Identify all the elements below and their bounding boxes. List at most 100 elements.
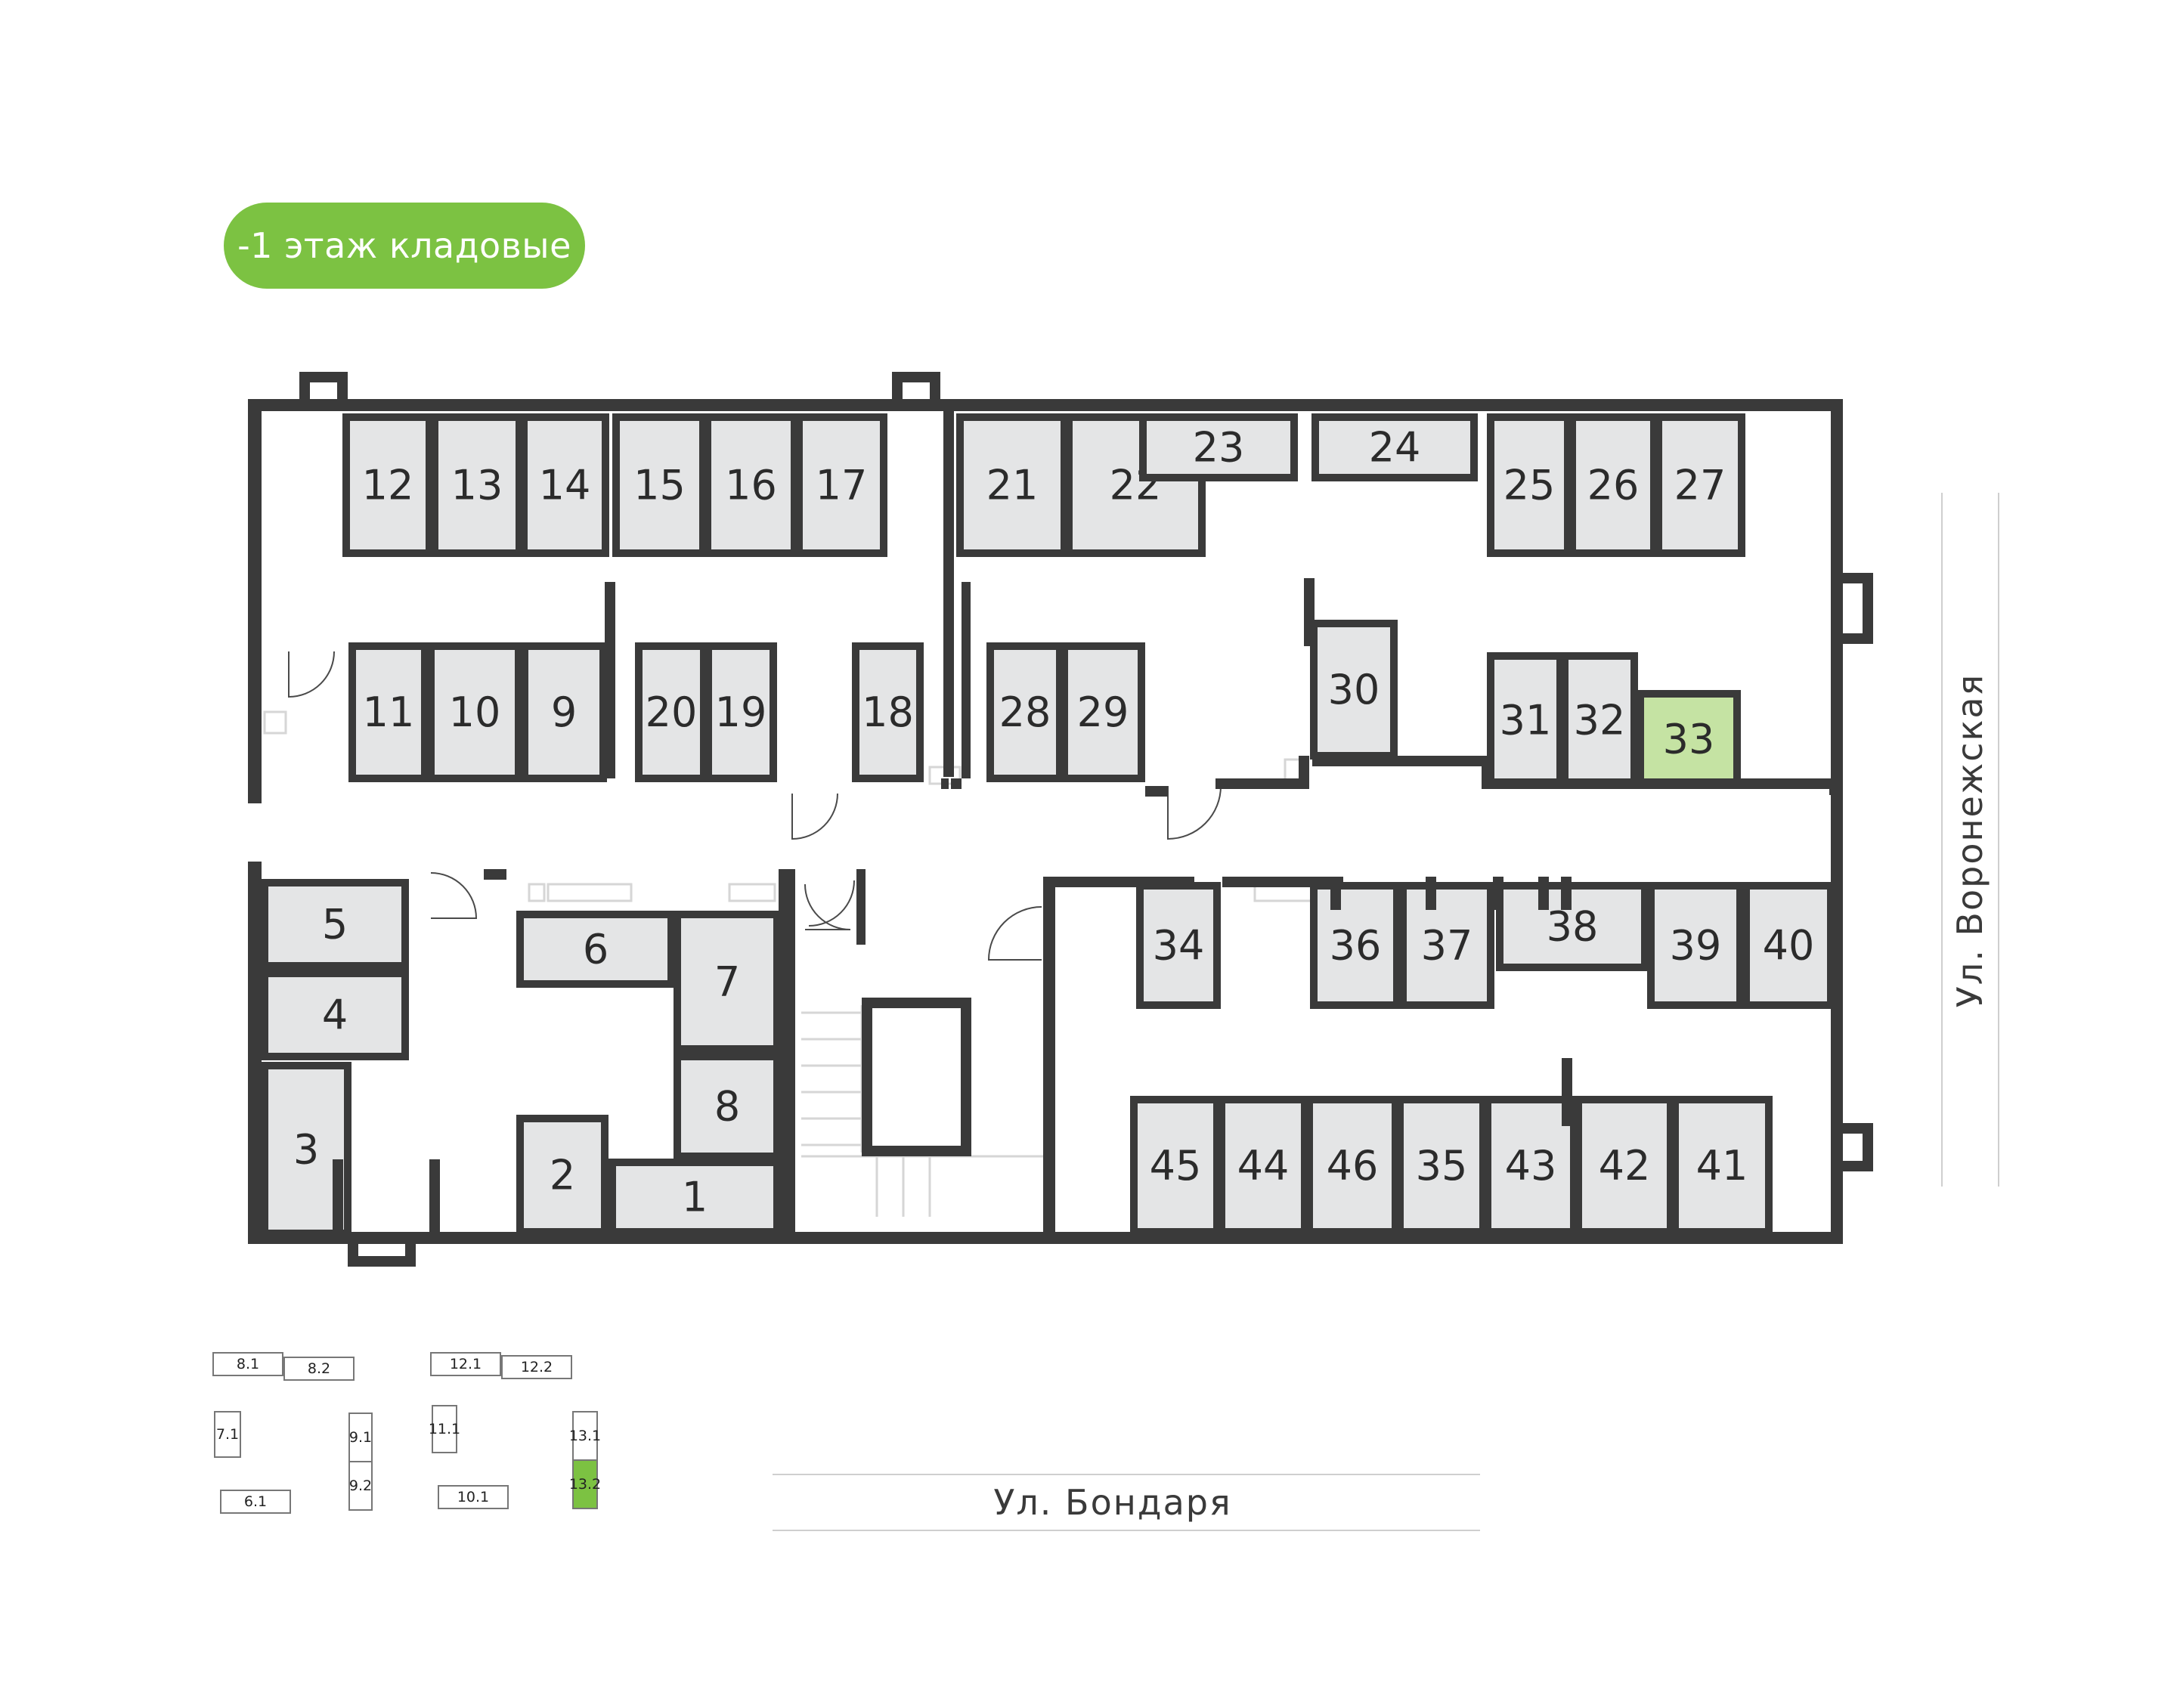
storage-unit-box bbox=[1568, 413, 1658, 557]
mini-section-label: 7.1 bbox=[216, 1426, 239, 1443]
storage-unit-21[interactable]: 21 bbox=[956, 413, 1068, 557]
storage-unit-17[interactable]: 17 bbox=[795, 413, 887, 557]
storage-unit-label: 24 bbox=[1369, 424, 1421, 472]
storage-unit-box bbox=[1310, 620, 1398, 760]
storage-unit-9[interactable]: 9 bbox=[521, 642, 607, 782]
storage-unit-4[interactable]: 4 bbox=[261, 970, 409, 1060]
storage-unit-box bbox=[1742, 882, 1835, 1009]
floor-badge: -1 этаж кладовые bbox=[224, 203, 585, 289]
mini-section-6-1[interactable]: 6.1 bbox=[220, 1490, 291, 1514]
mini-section-label: 10.1 bbox=[457, 1489, 489, 1505]
storage-unit-label: 4 bbox=[322, 992, 348, 1039]
storage-unit-box bbox=[1487, 413, 1572, 557]
storage-unit-box bbox=[261, 970, 409, 1060]
mini-section-label: 12.1 bbox=[450, 1356, 482, 1372]
mini-section-8-1[interactable]: 8.1 bbox=[212, 1352, 283, 1376]
storage-unit-29[interactable]: 29 bbox=[1061, 642, 1145, 782]
storage-unit-31[interactable]: 31 bbox=[1487, 652, 1564, 788]
storage-unit-label: 39 bbox=[1670, 922, 1722, 970]
mini-section-8-2[interactable]: 8.2 bbox=[283, 1357, 355, 1381]
storage-unit-label: 46 bbox=[1327, 1142, 1379, 1190]
storage-unit-46[interactable]: 46 bbox=[1305, 1096, 1399, 1236]
storage-unit-box bbox=[261, 879, 409, 970]
storage-unit-11[interactable]: 11 bbox=[348, 642, 429, 782]
mini-section-9-1[interactable]: 9.1 bbox=[348, 1413, 373, 1462]
storage-unit-16[interactable]: 16 bbox=[704, 413, 798, 557]
storage-unit-label: 5 bbox=[322, 901, 348, 948]
storage-unit-label: 23 bbox=[1193, 424, 1245, 472]
mini-section-10-1[interactable]: 10.1 bbox=[438, 1485, 509, 1509]
storage-unit-label: 43 bbox=[1505, 1142, 1557, 1190]
storage-unit-15[interactable]: 15 bbox=[612, 413, 707, 557]
storage-unit-40[interactable]: 40 bbox=[1742, 882, 1835, 1009]
mini-section-label: 8.1 bbox=[237, 1356, 259, 1372]
storage-unit-25[interactable]: 25 bbox=[1487, 413, 1572, 557]
storage-unit-24[interactable]: 24 bbox=[1311, 413, 1478, 481]
mini-section-11-1[interactable]: 11.1 bbox=[429, 1405, 460, 1453]
mini-section-12-1[interactable]: 12.1 bbox=[430, 1352, 501, 1376]
mini-section-13-2[interactable]: 13.2 bbox=[569, 1459, 601, 1509]
storage-unit-41[interactable]: 41 bbox=[1671, 1096, 1773, 1236]
storage-unit-box bbox=[1310, 882, 1401, 1009]
storage-unit-label: 32 bbox=[1574, 697, 1626, 744]
storage-unit-19[interactable]: 19 bbox=[705, 642, 777, 782]
storage-unit-label: 9 bbox=[551, 688, 577, 736]
storage-unit-label: 28 bbox=[999, 688, 1051, 736]
storage-unit-label: 27 bbox=[1674, 462, 1726, 509]
storage-unit-10[interactable]: 10 bbox=[427, 642, 522, 782]
storage-unit-26[interactable]: 26 bbox=[1568, 413, 1658, 557]
storage-unit-27[interactable]: 27 bbox=[1655, 413, 1745, 557]
storage-unit-23[interactable]: 23 bbox=[1139, 413, 1298, 481]
storage-unit-14[interactable]: 14 bbox=[520, 413, 609, 557]
storage-unit-35[interactable]: 35 bbox=[1396, 1096, 1487, 1236]
storage-unit-label: 37 bbox=[1421, 922, 1473, 970]
storage-unit-37[interactable]: 37 bbox=[1399, 882, 1494, 1009]
mini-section-13-1[interactable]: 13.1 bbox=[569, 1411, 601, 1461]
storage-unit-28[interactable]: 28 bbox=[986, 642, 1064, 782]
storage-unit-38[interactable]: 38 bbox=[1496, 882, 1649, 971]
storage-unit-box bbox=[516, 911, 675, 988]
storage-unit-8[interactable]: 8 bbox=[674, 1053, 781, 1160]
storage-unit-box bbox=[1487, 652, 1564, 788]
street-bottom-line-1 bbox=[773, 1474, 1480, 1475]
storage-unit-20[interactable]: 20 bbox=[635, 642, 708, 782]
storage-unit-label: 21 bbox=[986, 462, 1039, 509]
mini-section-box bbox=[220, 1490, 291, 1514]
mini-section-box bbox=[348, 1413, 373, 1462]
mini-section-9-2[interactable]: 9.2 bbox=[348, 1461, 373, 1511]
mini-section-label: 9.2 bbox=[349, 1477, 372, 1494]
storage-unit-32[interactable]: 32 bbox=[1561, 652, 1638, 788]
storage-unit-box bbox=[674, 1053, 781, 1160]
storage-unit-18[interactable]: 18 bbox=[852, 642, 924, 782]
storage-unit-43[interactable]: 43 bbox=[1484, 1096, 1578, 1236]
storage-unit-box bbox=[1396, 1096, 1487, 1236]
storage-unit-12[interactable]: 12 bbox=[342, 413, 433, 557]
storage-unit-box bbox=[1647, 882, 1744, 1009]
storage-unit-box bbox=[795, 413, 887, 557]
storage-unit-5[interactable]: 5 bbox=[261, 879, 409, 970]
storage-unit-box bbox=[1061, 642, 1145, 782]
storage-unit-label: 31 bbox=[1500, 697, 1552, 744]
storage-unit-2[interactable]: 2 bbox=[516, 1115, 609, 1236]
storage-unit-13[interactable]: 13 bbox=[431, 413, 523, 557]
storage-unit-7[interactable]: 7 bbox=[674, 911, 781, 1053]
storage-unit-36[interactable]: 36 bbox=[1310, 882, 1401, 1009]
storage-unit-label: 3 bbox=[293, 1126, 319, 1174]
storage-unit-box bbox=[348, 642, 429, 782]
street-bottom-label: Ул. Бондаря bbox=[993, 1482, 1232, 1523]
storage-unit-box bbox=[1561, 652, 1638, 788]
mini-section-box bbox=[212, 1352, 283, 1376]
storage-unit-39[interactable]: 39 bbox=[1647, 882, 1744, 1009]
storage-unit-label: 25 bbox=[1503, 462, 1556, 509]
mini-section-label: 11.1 bbox=[429, 1421, 460, 1437]
mini-section-box bbox=[438, 1485, 509, 1509]
storage-unit-label: 16 bbox=[725, 462, 777, 509]
storage-unit-label: 30 bbox=[1328, 666, 1380, 713]
storage-unit-6[interactable]: 6 bbox=[516, 911, 675, 988]
mini-section-12-2[interactable]: 12.2 bbox=[501, 1355, 572, 1379]
storage-unit-box bbox=[1305, 1096, 1399, 1236]
mini-section-7-1[interactable]: 7.1 bbox=[214, 1411, 241, 1458]
storage-unit-30[interactable]: 30 bbox=[1310, 620, 1398, 760]
